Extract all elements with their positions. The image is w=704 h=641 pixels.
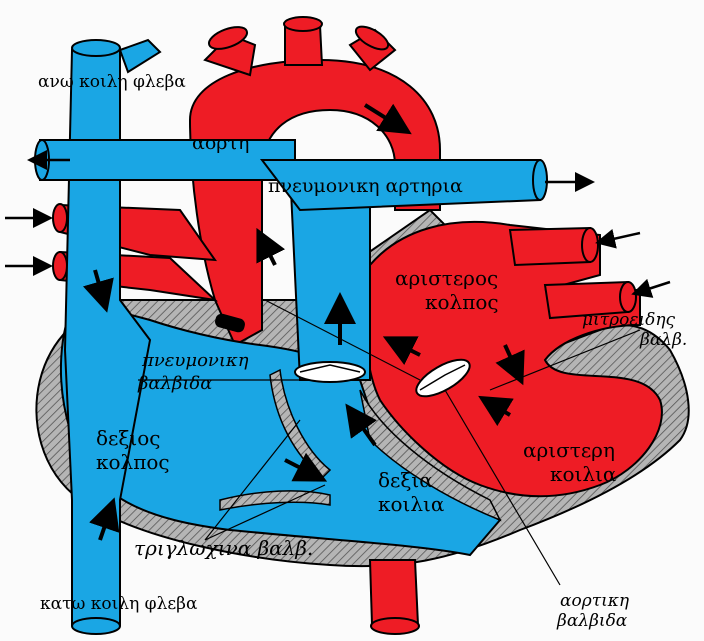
pulmonary-artery-right-branch: [40, 140, 295, 180]
label-inferior-vena-cava: κατω κοιλη φλεβα: [40, 596, 197, 613]
label-left-atrium-line2: κολπος: [425, 292, 499, 312]
label-pulmonary-valve-line1: πνευμονικη: [142, 352, 249, 370]
label-tricuspid-valve: τριγλωχινα βαλβ.: [134, 538, 313, 558]
label-left-atrium-line1: αριστερος: [395, 268, 498, 288]
label-mitral-valve-line1: μιτροειδης: [582, 312, 675, 329]
label-aortic-valve-line2: βαλβιδα: [557, 613, 627, 630]
label-left-ventricle-line1: αριστερη: [523, 440, 615, 460]
label-right-atrium-line1: δεξιος: [96, 428, 161, 448]
label-pulmonary-valve-line2: βαλβιδα: [138, 375, 212, 393]
label-superior-vena-cava: ανω κοιλη φλεβα: [38, 74, 186, 91]
svc-branch: [120, 40, 160, 72]
label-right-atrium-line2: κολπος: [96, 452, 170, 472]
label-right-ventricle-line2: κοιλια: [378, 494, 444, 514]
descending-aorta: [370, 560, 418, 625]
label-aortic-valve-line1: αορτικη: [560, 593, 629, 610]
label-pulmonary-artery: πνευμονικη αρτηρια: [268, 177, 463, 196]
label-mitral-valve-line2: βαλβ.: [640, 332, 687, 349]
label-left-ventricle-line2: κοιλια: [550, 464, 616, 484]
label-right-ventricle-line1: δεξια: [378, 470, 433, 490]
pulmonary-vein-right-upper: [510, 228, 590, 265]
label-aorta: αορτη: [192, 134, 249, 153]
